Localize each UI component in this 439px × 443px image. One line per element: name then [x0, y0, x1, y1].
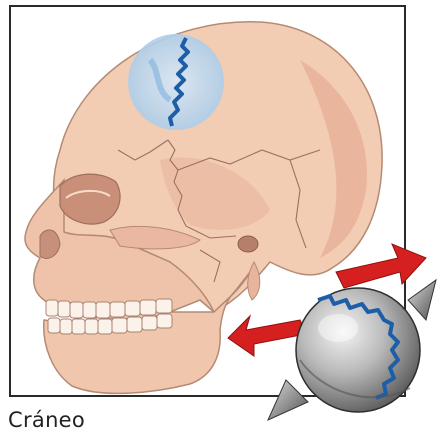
- arrow-left: [228, 316, 306, 356]
- joint-ball: [268, 280, 436, 420]
- suture-highlight: [128, 34, 224, 130]
- spike-left: [268, 380, 308, 420]
- ear-canal: [238, 236, 258, 252]
- figure-caption: Cráneo: [8, 410, 85, 431]
- eye-socket: [60, 174, 120, 224]
- spike-right: [408, 280, 436, 320]
